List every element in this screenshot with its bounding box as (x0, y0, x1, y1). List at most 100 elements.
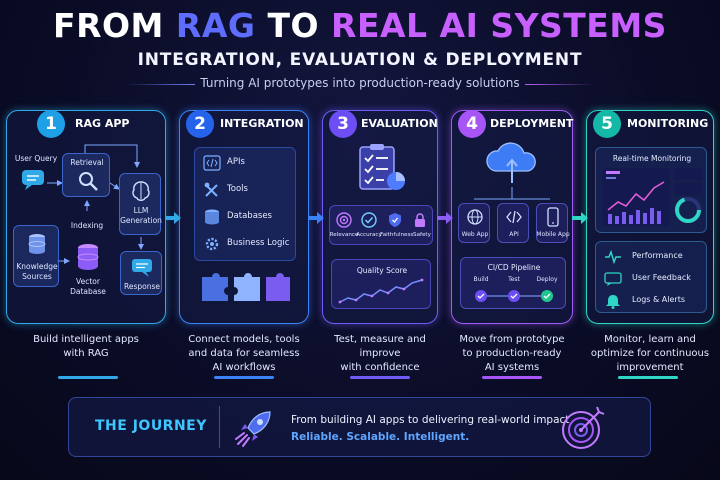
bell-icon (606, 295, 620, 309)
chat-bubble-icon (22, 170, 44, 190)
desc-line: with RAG (63, 348, 109, 359)
title-from: FROM (53, 6, 164, 45)
real-time-monitoring-panel: Real-time Monitoring (595, 147, 707, 233)
label-performance: Performance (632, 251, 683, 260)
pipeline-step-build: Build (473, 276, 489, 283)
stage-number-3: 3 (329, 110, 357, 138)
check-circle-icon (361, 212, 377, 228)
label-business-logic: Business Logic (227, 238, 290, 248)
main-title: FROM RAG TO REAL AI SYSTEMS (0, 6, 720, 45)
label-indexing: Indexing (70, 221, 104, 230)
metric-relevance: Relevance (329, 232, 359, 238)
stage-number-2: 2 (186, 110, 214, 138)
quality-score-label: Quality Score (356, 266, 408, 275)
monitoring-panel-label: Real-time Monitoring (612, 154, 692, 163)
desc-line: Monitor, learn and (604, 334, 696, 345)
journey-label: THE JOURNEY (95, 418, 207, 434)
label-apis: APIs (227, 157, 245, 167)
code-icon (506, 210, 522, 224)
feedback-icon (604, 272, 622, 286)
monitoring-list: Performance User Feedback Logs & Alerts (595, 241, 707, 313)
stage-title-rag-app: RAG APP (75, 117, 130, 130)
pipeline-step-deploy: Deploy (536, 276, 558, 283)
label-logs-alerts: Logs & Alerts (632, 295, 685, 304)
desc-line: optimize for continuous (590, 348, 710, 359)
label-response: Response (123, 282, 161, 291)
label-knowledge: Knowledge (16, 262, 58, 271)
quality-score-sparkline (338, 278, 424, 304)
list-item-databases: Databases (203, 207, 293, 227)
list-item-business-logic: Business Logic (203, 234, 295, 254)
stage-underline-2 (214, 376, 274, 379)
stage-title-monitoring: MONITORING (627, 117, 709, 130)
heartbeat-icon (605, 250, 621, 264)
subtitle: INTEGRATION, EVALUATION & DEPLOYMENT (137, 50, 583, 70)
desc-line: and data for seamless (188, 348, 300, 359)
desc-line: with confidence (340, 362, 420, 373)
list-item-logs-alerts: Logs & Alerts (604, 292, 704, 310)
arrow-stage1-to-2 (165, 212, 181, 224)
stage-title-deployment: DEPLOYMENT (490, 117, 574, 130)
target-icon (336, 212, 352, 228)
desc-line: AI systems (484, 362, 540, 373)
response-bubble-icon (132, 259, 152, 277)
desc-line: Test, measure and improve (334, 334, 426, 359)
target-mobile-app: Mobile App (536, 203, 570, 243)
metric-faithfulness: Faithfulness (380, 232, 414, 238)
database-icon (205, 209, 219, 225)
desc-line: Move from prototype (459, 334, 565, 345)
label-mobile-app: Mobile App (536, 231, 570, 238)
target-bullseye-icon (562, 406, 605, 449)
integration-list: APIs Tools Databases Business Logic (194, 147, 296, 261)
quality-score-panel: Quality Score (331, 259, 431, 309)
stage-desc-integration: Connect models, tools and data for seaml… (172, 333, 316, 375)
stage-card-evaluation: 3 EVALUATION Relevance Acc (322, 110, 438, 324)
mobile-phone-icon (547, 207, 559, 227)
title-to: TO (267, 6, 320, 45)
title-real-ai-systems: REAL AI SYSTEMS (331, 6, 667, 45)
tools-icon (204, 182, 218, 197)
metrics-row: Relevance Accuracy Faithfulness Safety (329, 205, 433, 245)
desc-line: improvement (616, 362, 684, 373)
desc-line: AI workflows (212, 362, 276, 373)
desc-line: Connect models, tools (188, 334, 300, 345)
rag-flow-arrows (47, 144, 144, 264)
knowledge-node: Knowledge Sources (13, 225, 59, 287)
target-web-app: Web App (458, 203, 490, 243)
deploy-connectors (474, 187, 550, 200)
retrieval-node: Retrieval (62, 153, 110, 197)
stage-desc-rag-app: Build intelligent apps with RAG (6, 333, 166, 361)
stage-underline-5 (618, 376, 678, 379)
llm-node: LLM Generation (119, 173, 162, 235)
metric-accuracy: Accuracy (356, 232, 382, 238)
stage-card-rag-app: 1 RAG APP User Query Retrieval Indexing (6, 110, 166, 324)
title-rag: RAG (175, 6, 256, 45)
pipeline-steps-graphic (475, 290, 553, 302)
label-vector: Vector (76, 277, 100, 286)
arrow-stage4-to-5 (572, 212, 588, 224)
stage-title-integration: INTEGRATION (220, 117, 304, 130)
label-llm: LLM (133, 206, 149, 215)
desc-line: to production-ready (462, 348, 562, 359)
shield-icon (389, 213, 401, 227)
gear-icon (205, 237, 219, 251)
vector-database-icon (77, 244, 99, 270)
list-item-user-feedback: User Feedback (604, 270, 704, 288)
list-item-apis: APIs (203, 153, 293, 173)
brain-icon (132, 181, 150, 201)
stage-number-4: 4 (458, 110, 486, 138)
list-item-performance: Performance (604, 248, 704, 266)
label-vector-database: Database (70, 287, 106, 296)
lock-icon (415, 213, 425, 227)
journey-divider (219, 406, 220, 448)
label-llm-generation: Generation (120, 216, 162, 225)
list-item-tools: Tools (203, 180, 293, 200)
stage-underline-3 (350, 376, 410, 379)
tagline-divider-left (125, 84, 195, 85)
desc-line: Build intelligent apps (33, 334, 139, 345)
stage-number-1: 1 (37, 110, 65, 138)
pipeline-label: CI/CD Pipeline (487, 263, 541, 272)
database-icon (28, 234, 46, 254)
label-user-feedback: User Feedback (632, 273, 691, 282)
checklist-clipboard-icon (359, 144, 405, 190)
